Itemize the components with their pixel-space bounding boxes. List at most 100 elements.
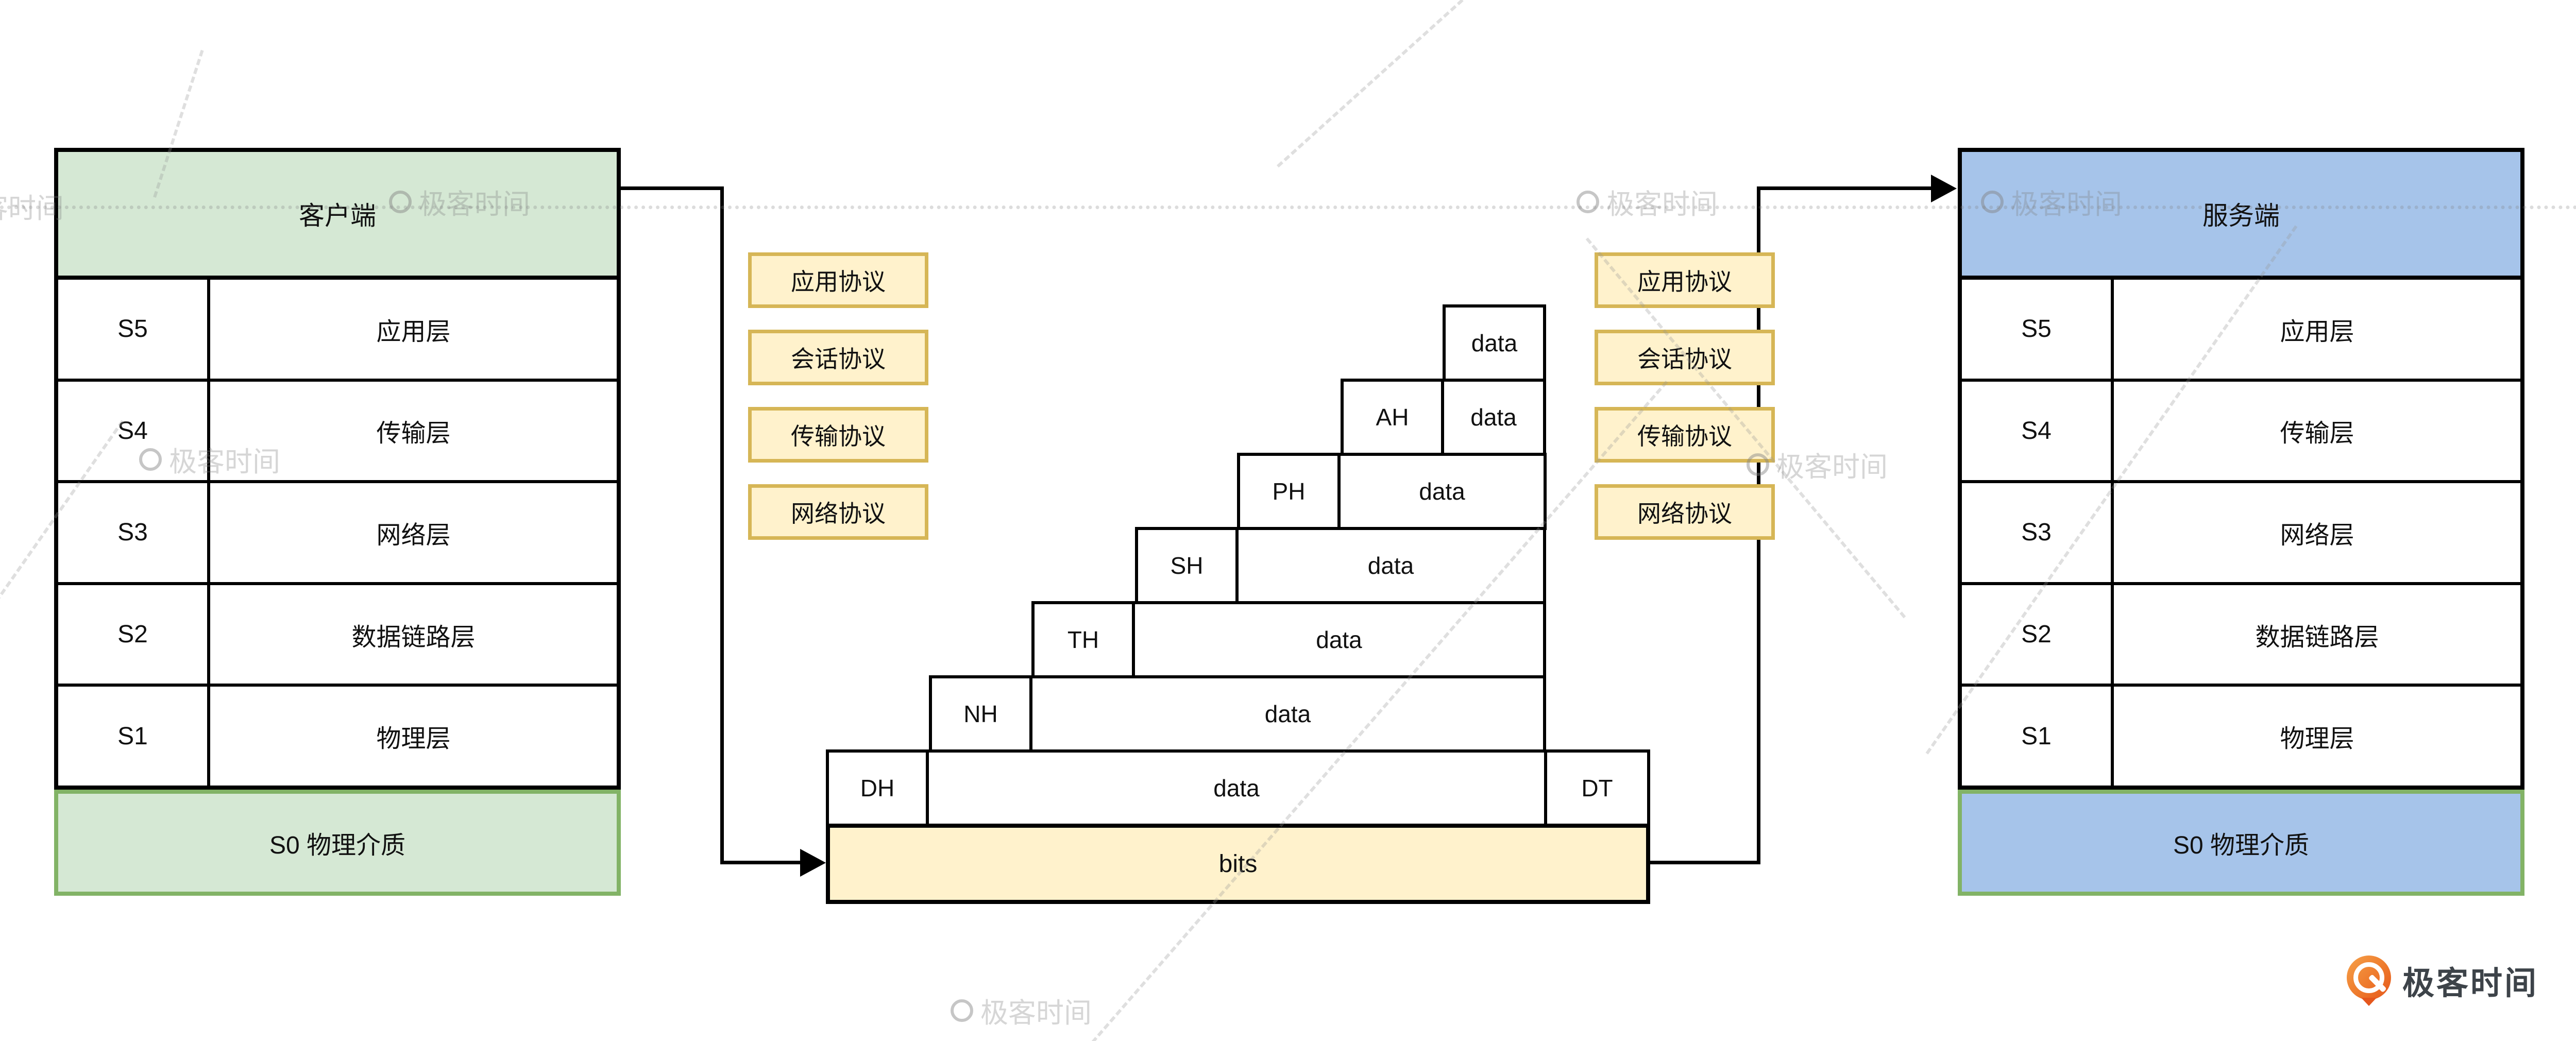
header-cell: AH [1341, 379, 1444, 456]
protocol-chip-application-right: 应用协议 [1595, 252, 1775, 308]
layer-name: 物理层 [2280, 725, 2354, 753]
layer-name: 数据链路层 [2255, 623, 2379, 651]
data-cell: data [1235, 527, 1546, 604]
layer-name: 网络层 [376, 521, 451, 549]
protocol-chip-transport-left: 传输协议 [748, 407, 928, 463]
header-cell: TH [1031, 601, 1135, 678]
layer-name: 数据链路层 [351, 623, 476, 651]
watermark-stamp: 极客时间 [139, 439, 280, 480]
bits-box: bits [826, 824, 1650, 904]
protocol-chip-application-left: 应用协议 [748, 252, 928, 308]
layer-code: S4 [1962, 381, 2114, 481]
layer-name: 应用层 [376, 318, 451, 346]
watermark-dotted-line [0, 206, 2576, 209]
layer-code: S3 [58, 483, 210, 582]
watermark-text: 极客时间 [1776, 452, 1888, 483]
watermark-stamp: 极客时间 [389, 181, 530, 222]
watermark-text: 极客时间 [2011, 189, 2122, 220]
protocol-chip-transport-right: 传输协议 [1595, 407, 1775, 463]
watermark-stamp: 极客时间 [1577, 181, 1718, 222]
table-row: S2 数据链路层 [58, 582, 617, 684]
layer-name: 应用层 [2280, 318, 2354, 346]
layer-code: S2 [1962, 585, 2114, 684]
watermark-text: 极客时间 [419, 189, 530, 220]
header-cell: SH [1135, 527, 1239, 604]
watermark-stamp: 极客时间 [1747, 444, 1888, 485]
arrowhead-into-server [1931, 175, 1957, 202]
layer-code: S1 [1962, 687, 2114, 786]
header-cell: PH [1237, 453, 1341, 530]
stack-row-data: data [1443, 304, 1546, 382]
stack-row-dh: DH data DT [826, 749, 1650, 827]
watermark-stamp: 极客时间 [951, 990, 1092, 1031]
server-physical-medium: S0 物理介质 [1958, 790, 2524, 896]
data-cell: data [1337, 453, 1547, 530]
layer-code: S2 [58, 585, 210, 684]
layer-code: S4 [58, 381, 210, 481]
stack-row-ah: AH data [1341, 379, 1546, 456]
layer-code: S3 [1962, 483, 2114, 582]
data-cell: data [926, 749, 1547, 827]
table-row: S4 传输层 [58, 378, 617, 481]
watermark-text: 极客时间 [980, 998, 1092, 1029]
watermark-logo-icon [139, 448, 162, 471]
table-row: S3 网络层 [58, 480, 617, 582]
layer-code: S5 [1962, 280, 2114, 379]
watermark-logo-icon [951, 999, 973, 1022]
table-row: S4 传输层 [1962, 378, 2520, 481]
header-cell: NH [929, 675, 1032, 753]
server-rows: S5 应用层 S4 传输层 S3 网络层 S2 数据链路层 S1 物理层 [1958, 280, 2524, 790]
layer-code: S5 [58, 280, 210, 379]
layer-name: 物理层 [376, 725, 451, 753]
watermark-logo-icon [1747, 453, 1769, 476]
watermark-stamp: 极客时间 [1981, 181, 2122, 222]
trailer-cell: DT [1544, 749, 1650, 827]
watermark-stamp: 极客时间 [0, 185, 64, 226]
server-table: 服务端 S5 应用层 S4 传输层 S3 网络层 S2 数据链路层 S1 物理层 [1958, 148, 2524, 896]
client-header: 客户端 [54, 148, 621, 280]
data-cell: data [1441, 379, 1546, 456]
protocol-chip-session-left: 会话协议 [748, 330, 928, 385]
data-cell: data [1132, 601, 1546, 678]
header-cell: DH [826, 749, 929, 827]
stack-row-nh: NH data [929, 675, 1546, 753]
watermark-diagonal-line [1276, 0, 1547, 168]
geektime-logo-icon [2347, 955, 2392, 1006]
layer-name: 传输层 [2280, 420, 2354, 448]
server-wire-horizontal-bottom [1650, 861, 1759, 864]
layer-name: 网络层 [2280, 521, 2354, 549]
stack-row-ph: PH data [1237, 453, 1547, 530]
table-row: S5 应用层 [1962, 280, 2520, 379]
watermark-logo-icon [1577, 190, 1599, 213]
client-wire-horizontal-top [621, 186, 724, 190]
geektime-logo: 极客时间 [2347, 955, 2539, 1006]
layer-code: S1 [58, 687, 210, 786]
protocol-chip-session-right: 会话协议 [1595, 330, 1775, 385]
table-row: S1 物理层 [58, 684, 617, 786]
layer-name: 传输层 [376, 420, 451, 448]
client-physical-medium: S0 物理介质 [54, 790, 621, 896]
client-wire-vertical [720, 186, 724, 864]
stack-row-th: TH data [1031, 601, 1546, 678]
watermark-text: 极客时间 [0, 193, 64, 224]
logo-pin-tail [2361, 998, 2377, 1006]
protocol-chip-network-right: 网络协议 [1595, 484, 1775, 540]
client-rows: S5 应用层 S4 传输层 S3 网络层 S2 数据链路层 S1 物理层 [54, 280, 621, 790]
server-header: 服务端 [1958, 148, 2524, 280]
geektime-logo-text: 极客时间 [2402, 966, 2539, 1001]
table-row: S3 网络层 [1962, 480, 2520, 582]
data-cell: data [1029, 675, 1546, 753]
watermark-text: 极客时间 [1606, 189, 1718, 220]
table-row: S5 应用层 [58, 280, 617, 379]
watermark-logo-icon [1981, 190, 2004, 213]
table-row: S2 数据链路层 [1962, 582, 2520, 684]
table-row: S1 物理层 [1962, 684, 2520, 786]
logo-ring [2353, 962, 2384, 993]
server-wire-horizontal-top [1757, 186, 1932, 190]
client-table: 客户端 S5 应用层 S4 传输层 S3 网络层 S2 数据链路层 S1 物理层 [54, 148, 621, 896]
protocol-chip-network-left: 网络协议 [748, 484, 928, 540]
data-cell: data [1443, 304, 1546, 382]
watermark-logo-icon [389, 190, 412, 213]
watermark-text: 极客时间 [169, 447, 280, 477]
